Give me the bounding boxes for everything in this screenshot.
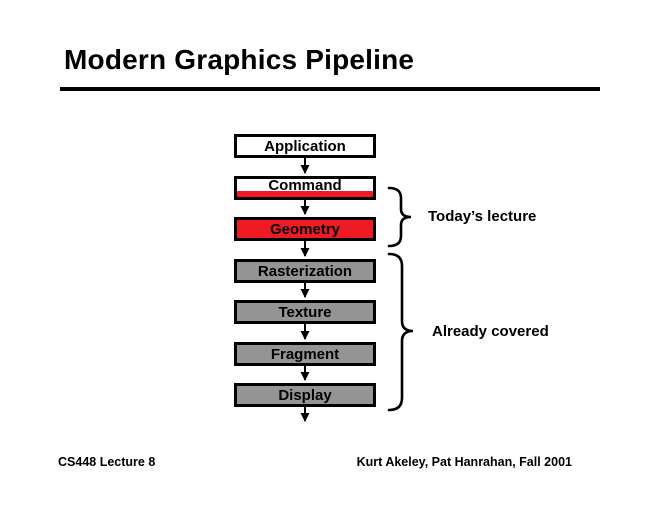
stage-display: Display <box>234 383 376 407</box>
stage-rasterization: Rasterization <box>234 259 376 283</box>
stage-fragment: Fragment <box>234 342 376 366</box>
stage-geometry: Geometry <box>234 217 376 241</box>
footer-authors: Kurt Akeley, Pat Hanrahan, Fall 2001 <box>356 455 572 469</box>
stage-application: Application <box>234 134 376 158</box>
brace-todays-lecture <box>387 186 412 248</box>
title-underline <box>60 87 600 91</box>
label-already-covered: Already covered <box>432 323 549 340</box>
stage-texture: Texture <box>234 300 376 324</box>
brace-already-covered <box>387 252 414 412</box>
label-todays-lecture: Today’s lecture <box>428 208 537 225</box>
slide-title: Modern Graphics Pipeline <box>64 44 415 75</box>
footer-course: CS448 Lecture 8 <box>58 455 156 469</box>
stage-command: Command <box>234 176 376 200</box>
